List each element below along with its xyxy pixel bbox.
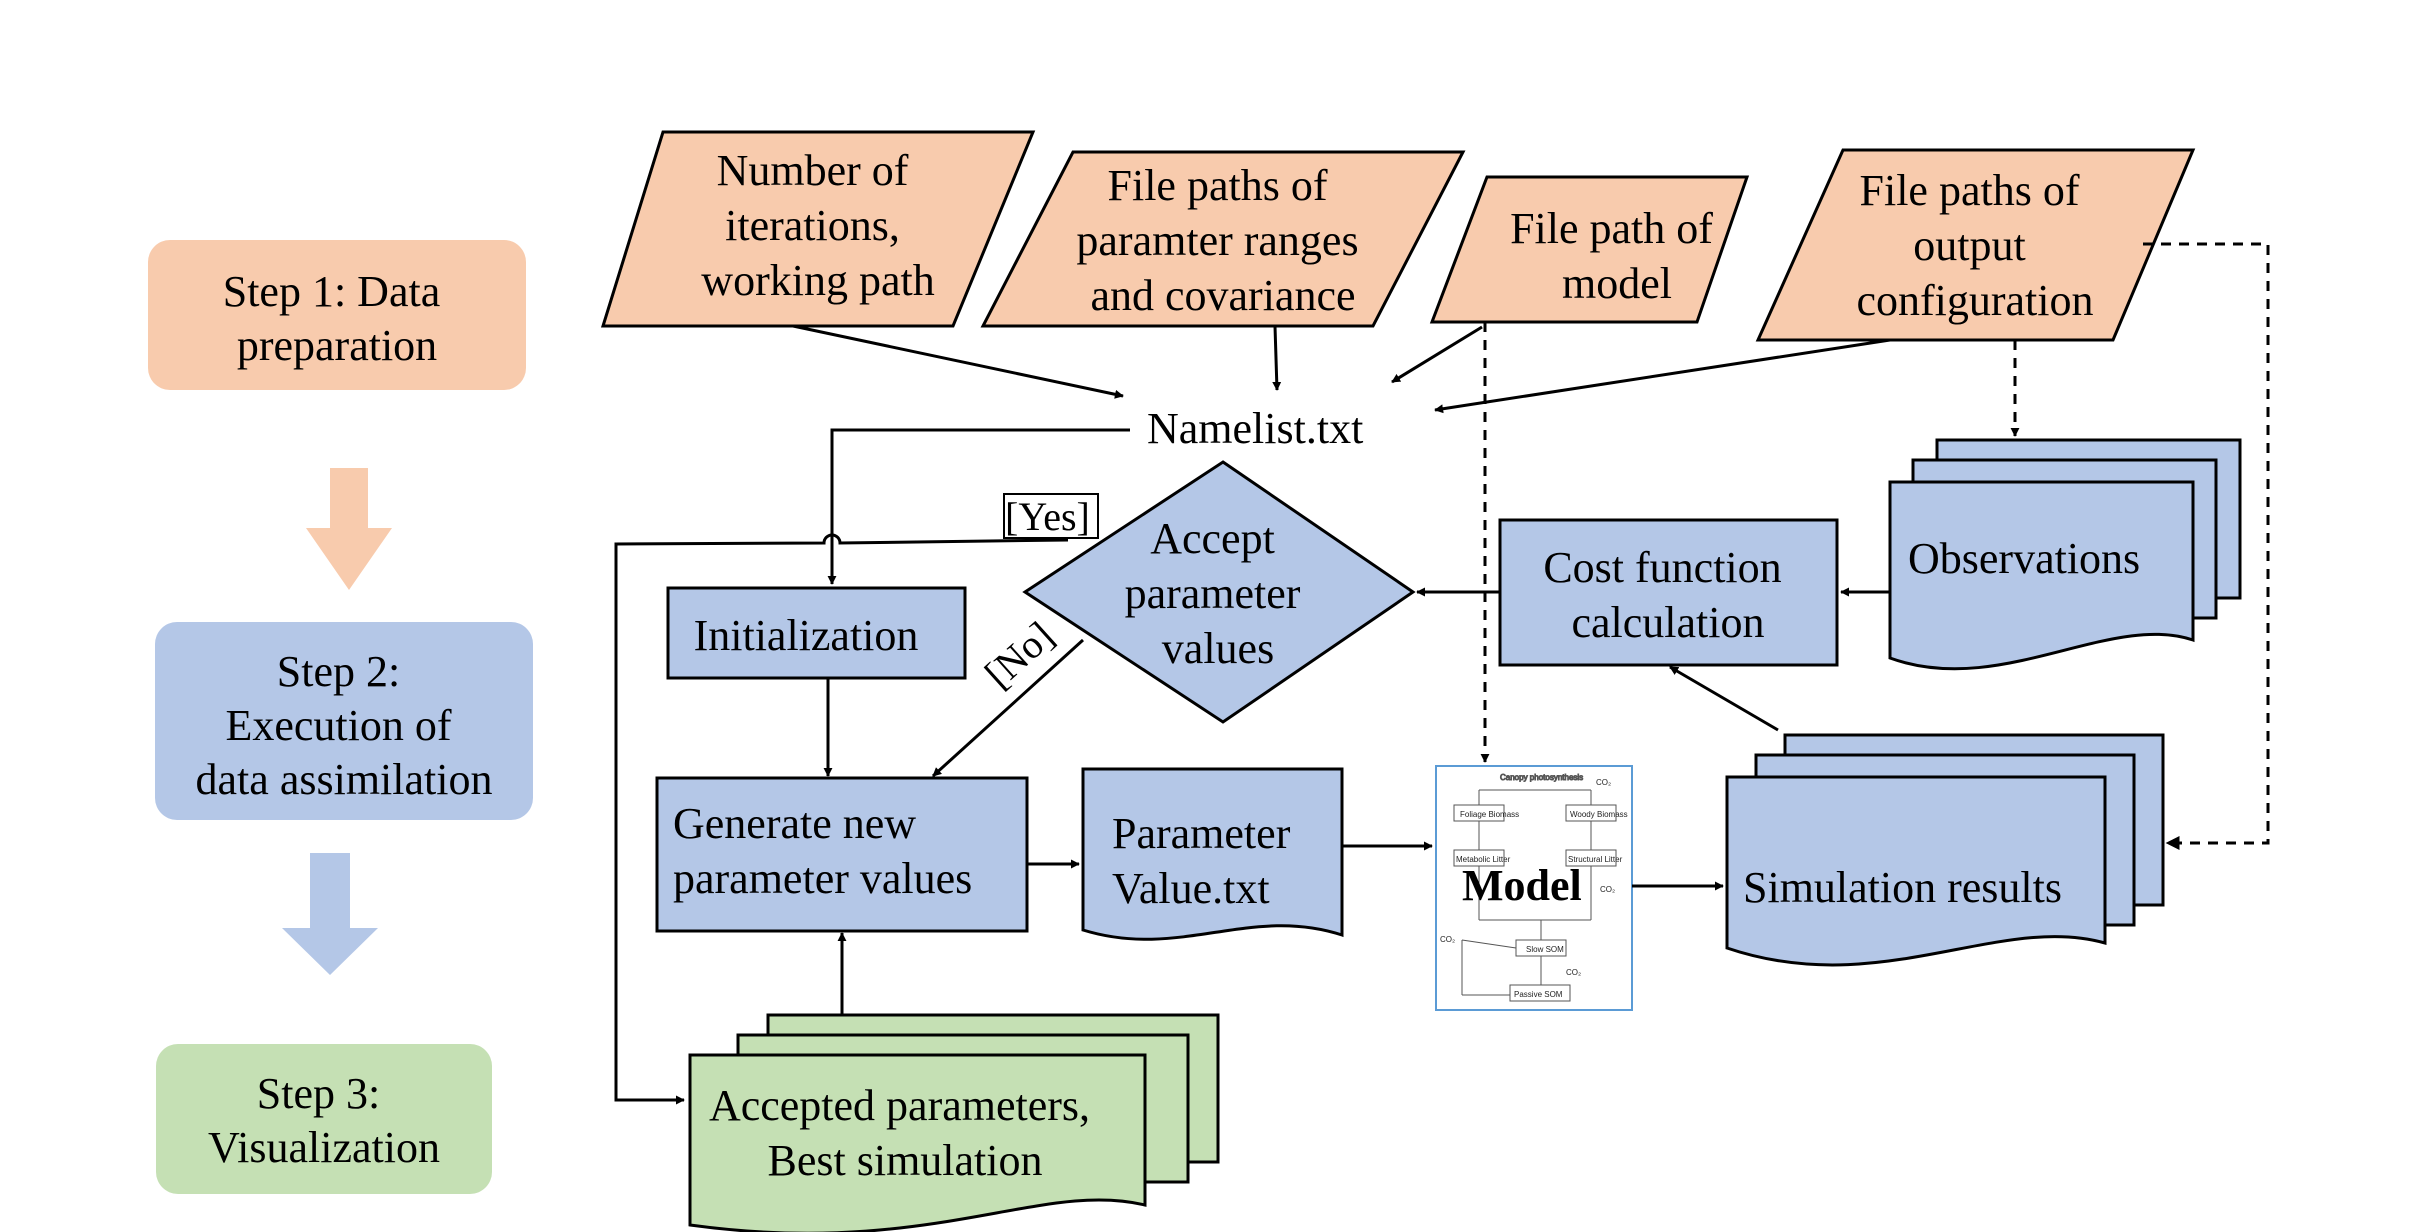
edge-output-namelist (1434, 338, 1891, 414)
namelist-label: Namelist.txt (1147, 404, 1363, 453)
decision-accept: Accept parameter values (1022, 460, 1416, 724)
edge-decision-no (931, 638, 1085, 778)
svg-text:Generate new parameter v: Generate new parameter values (673, 799, 972, 903)
svg-text:Accept parameter v: Accept parameter values (1125, 514, 1312, 673)
svg-text:[No]: [No] (976, 613, 1062, 697)
generate-params-box: Generate new parameter values (655, 776, 1029, 933)
edge-simulation-cost (1669, 665, 1779, 732)
svg-text:File paths of paramter r: File paths of paramter ranges and covari… (1076, 161, 1369, 320)
svg-text:Number of iterations,: Number of iterations, working path (701, 146, 934, 305)
input-param-paths: File paths of paramter ranges and covari… (980, 150, 1466, 328)
edge-decision-yes (614, 533, 1069, 1105)
accepted-parameters-stack: Accepted parameters, Best simulation (688, 1013, 1220, 1232)
edge-model-namelist (1391, 325, 1483, 384)
label-yes: [Yes] (1003, 493, 1099, 539)
initialization-box: Initialization (666, 586, 967, 680)
svg-text:Foliage Biomass Woody Bi: Foliage Biomass Woody Biomass Metabolic … (1440, 778, 1630, 999)
svg-text:Accepted parameters, Bes: Accepted parameters, Best simulation (709, 1081, 1101, 1185)
model-image: Canopy photosynthesis Foliage Biomass Wo… (1435, 765, 1633, 1011)
observations-label: Observations (1908, 534, 2140, 583)
svg-text:Initialization: Initialization (694, 611, 919, 660)
input-output-paths: File paths of output configuration (1755, 148, 2196, 342)
edge-namelist-initialization (827, 428, 1130, 585)
step-3-box: Step 3: Visualization (156, 1044, 492, 1194)
simulation-results-stack: Simulation results (1725, 733, 2165, 967)
step-2-label: Step 2: Execution of data assimilation (196, 647, 493, 804)
svg-text:File paths of output: File paths of output configuration (1856, 166, 2093, 325)
simulation-results-label: Simulation results (1743, 863, 2062, 912)
input-iterations: Number of iterations, working path (600, 130, 1036, 328)
edge-iterations-namelist (792, 324, 1124, 399)
svg-text:Canopy photosynthesis: Canopy photosynthesis (1500, 773, 1583, 782)
connectors (614, 324, 1891, 1105)
cost-function-box: Cost function calculation (1498, 518, 1839, 667)
svg-text:Cost function calculatio: Cost function calculation (1543, 543, 1792, 647)
model-label: Model (1462, 861, 1582, 910)
svg-text:File path of model: File path of model (1510, 204, 1724, 308)
step-3-label: Step 3: Visualization (208, 1069, 440, 1172)
edge-params-namelist (1272, 325, 1282, 391)
input-model-path: File path of model (1429, 175, 1750, 324)
step-1-label: Step 1: Data preparation (223, 267, 452, 370)
step-2-box: Step 2: Execution of data assimilation (155, 622, 533, 820)
edge-outputpaths-simulation (2143, 242, 2270, 850)
model-mini-diagram: Canopy photosynthesis (1453, 773, 1617, 1002)
observations-stack: Observations (1888, 438, 2242, 671)
svg-text:[Yes]: [Yes] (1005, 494, 1090, 539)
step-1-box: Step 1: Data preparation (148, 240, 526, 390)
dashed-connectors (1480, 242, 2270, 850)
step-arrow-down-orange (306, 468, 392, 590)
label-no: [No] (976, 613, 1062, 697)
step-arrow-down-blue (282, 853, 378, 975)
param-value-document: Parameter Value.txt (1081, 767, 1344, 941)
svg-text:Parameter Value.txt: Parameter Value.txt (1112, 809, 1301, 913)
